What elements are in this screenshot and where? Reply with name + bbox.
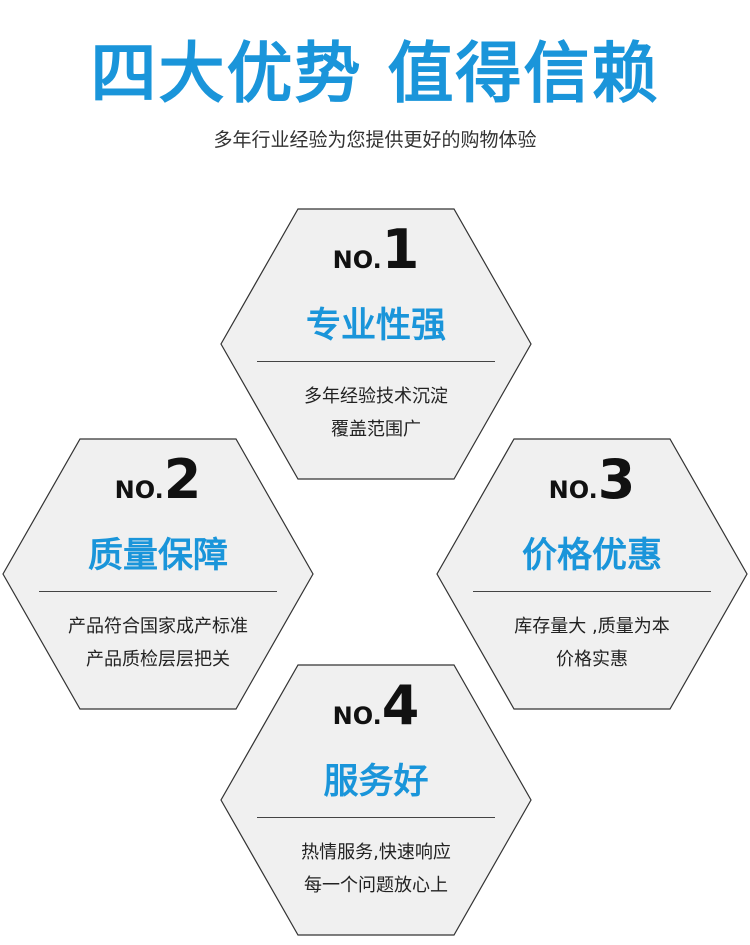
hexagon-shape (2, 438, 314, 710)
advantage-description: 热情服务,快速响应每一个问题放心上 (220, 836, 532, 902)
advantage-title: 质量保障 (87, 536, 228, 576)
advantage-card-3: NO.3 价格优惠 库存量大 ,质量为本价格实惠 (436, 438, 748, 710)
rank-prefix: NO. (332, 246, 382, 274)
desc-line: 覆盖范围广 (331, 419, 421, 440)
divider (257, 817, 495, 818)
advantage-title: 价格优惠 (521, 536, 662, 576)
advantage-description: 库存量大 ,质量为本价格实惠 (436, 610, 748, 676)
rank-label: NO.2 (2, 452, 314, 508)
desc-line: 库存量大 ,质量为本 (514, 616, 670, 637)
rank-number: 3 (597, 448, 636, 511)
advantage-title: 专业性强 (305, 306, 446, 346)
desc-line: 价格实惠 (556, 649, 628, 670)
advantage-description: 产品符合国家成产标准产品质检层层把关 (2, 610, 314, 676)
rank-label: NO.4 (220, 678, 532, 734)
rank-prefix: NO. (332, 702, 382, 730)
advantage-card-1: NO.1 专业性强 多年经验技术沉淀覆盖范围广 (220, 208, 532, 480)
rank-number: 4 (381, 674, 420, 737)
desc-line: 热情服务,快速响应 (301, 842, 451, 863)
rank-number: 2 (163, 448, 202, 511)
desc-line: 多年经验技术沉淀 (304, 386, 448, 407)
advantage-description: 多年经验技术沉淀覆盖范围广 (220, 380, 532, 446)
hexagon-shape (220, 664, 532, 936)
divider (257, 361, 495, 362)
rank-label: NO.1 (220, 222, 532, 278)
hexagon-shape (220, 208, 532, 480)
rank-number: 1 (381, 218, 420, 281)
rank-prefix: NO. (114, 476, 164, 504)
divider (473, 591, 711, 592)
page-subtitle: 多年行业经验为您提供更好的购物体验 (213, 129, 537, 151)
page-title: 四大优势 值得信赖 (90, 35, 660, 112)
hexagon-shape (436, 438, 748, 710)
divider (39, 591, 277, 592)
advantage-title: 服务好 (323, 762, 429, 802)
rank-label: NO.3 (436, 452, 748, 508)
advantage-card-4: NO.4 服务好 热情服务,快速响应每一个问题放心上 (220, 664, 532, 936)
desc-line: 产品符合国家成产标准 (68, 616, 248, 637)
advantage-card-2: NO.2 质量保障 产品符合国家成产标准产品质检层层把关 (2, 438, 314, 710)
rank-prefix: NO. (548, 476, 598, 504)
desc-line: 产品质检层层把关 (86, 649, 230, 670)
desc-line: 每一个问题放心上 (304, 875, 448, 896)
